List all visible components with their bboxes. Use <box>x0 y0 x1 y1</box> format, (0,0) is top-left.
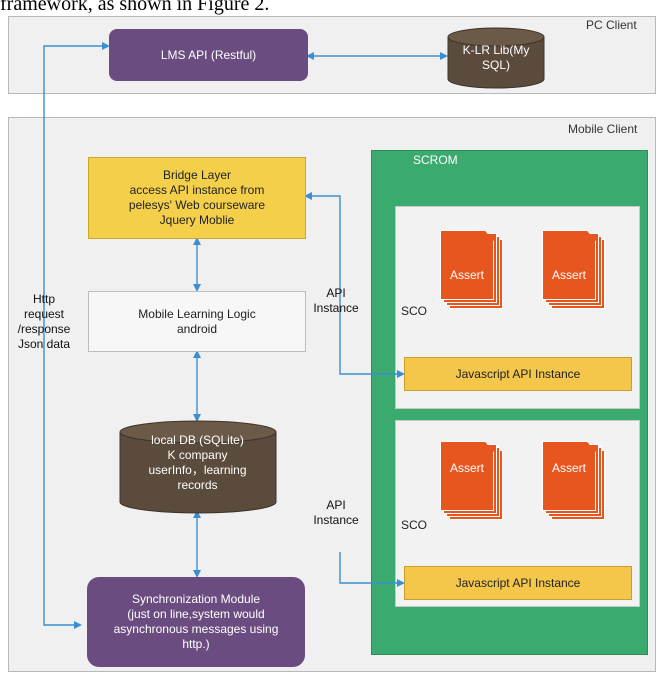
klr-lib-label: K-LR Lib(My SQL) <box>462 43 530 72</box>
mobile-learning-logic-box: Mobile Learning Logic android <box>88 291 306 352</box>
asset-label: Assert <box>449 461 484 475</box>
asset-document-icon: Assert <box>440 441 503 520</box>
pc-client-region <box>8 16 656 94</box>
synchronization-module-box: Synchronization Module (just on line,sys… <box>87 577 305 667</box>
lms-api-box: LMS API (Restful) <box>109 29 308 81</box>
http-note: Http request /response Json data <box>17 292 71 351</box>
javascript-api-instance-2: Javascript API Instance <box>404 566 632 600</box>
pc-client-label: PC Client <box>586 18 637 32</box>
bridge-layer-box: Bridge Layer access API instance from pe… <box>88 157 306 239</box>
local-db-label: local DB (SQLite) K company userInfo，lea… <box>148 433 247 492</box>
figure-caption: framework, as shown in Figure 2. <box>0 0 270 15</box>
asset-label: Assert <box>551 268 586 282</box>
api-instance-label-2: API Instance <box>313 498 359 527</box>
api-instance-label-1: API Instance <box>313 286 359 315</box>
asset-label: Assert <box>449 268 484 282</box>
klr-lib-database-icon <box>447 27 545 89</box>
javascript-api-instance-1: Javascript API Instance <box>404 357 632 391</box>
asset-label: Assert <box>551 461 586 475</box>
sco-label-1: SCO <box>401 304 428 318</box>
asset-document-icon: Assert <box>542 441 605 520</box>
scorm-label: SCROM <box>413 153 458 167</box>
asset-document-icon: Assert <box>542 230 605 309</box>
asset-document-icon: Assert <box>440 230 503 309</box>
mobile-client-label: Mobile Client <box>568 122 638 136</box>
local-db-database-icon <box>119 420 277 514</box>
sco-label-2: SCO <box>401 518 428 532</box>
